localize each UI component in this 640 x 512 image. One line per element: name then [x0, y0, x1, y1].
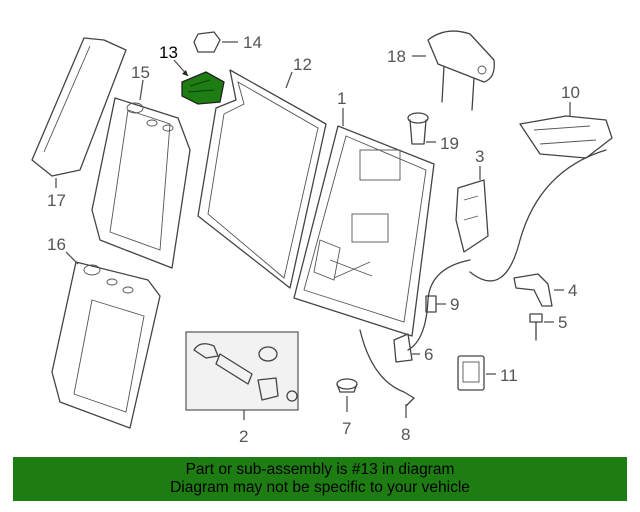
banner-line-1: Part or sub-assembly is #13 in diagram	[185, 461, 455, 478]
callout-12: 12	[293, 55, 312, 74]
part-15-backrest-cover	[91, 79, 191, 269]
part-18-headrest	[412, 30, 495, 111]
callout-9: 9	[450, 295, 459, 314]
callout-15: 15	[131, 63, 150, 82]
part-8-cable	[359, 329, 415, 418]
part-13-highlighted[interactable]	[173, 59, 225, 105]
part-7-plug	[336, 378, 358, 412]
callout-16: 16	[47, 235, 66, 254]
part-17-side-trim	[31, 37, 127, 188]
part-9-cable	[407, 259, 471, 351]
part-11-handle	[457, 355, 496, 391]
callout-1: 1	[337, 89, 346, 108]
callout-2: 2	[239, 427, 248, 446]
callout-8: 8	[401, 425, 410, 444]
part-5-bolt	[529, 313, 554, 341]
part-2-hardware-kit	[185, 331, 299, 420]
part-19-guide	[407, 112, 436, 145]
banner-line-2: Diagram may not be specific to your vehi…	[170, 479, 470, 496]
callout-3: 3	[475, 147, 484, 166]
callout-13: 13	[159, 43, 178, 62]
callout-11: 11	[500, 366, 518, 385]
info-banner: Part or sub-assembly is #13 in diagram D…	[13, 457, 627, 501]
callout-5: 5	[558, 313, 567, 332]
part-3-lock	[455, 166, 489, 253]
callout-4: 4	[568, 281, 577, 300]
part-12-back-panel	[197, 69, 327, 289]
part-6-bracket	[393, 333, 420, 363]
callout-19: 19	[440, 134, 459, 153]
callout-10: 10	[561, 83, 580, 102]
callout-6: 6	[424, 345, 433, 364]
callout-14: 14	[243, 33, 262, 52]
callout-17: 17	[47, 191, 66, 210]
part-14-cap	[193, 31, 238, 53]
part-10-latch	[469, 102, 613, 282]
part-4-bracket	[513, 273, 564, 307]
callout-18: 18	[387, 47, 406, 66]
part-1-backrest-frame	[293, 108, 435, 337]
part-16-cushion-cover	[51, 251, 161, 429]
callout-7: 7	[342, 419, 351, 438]
